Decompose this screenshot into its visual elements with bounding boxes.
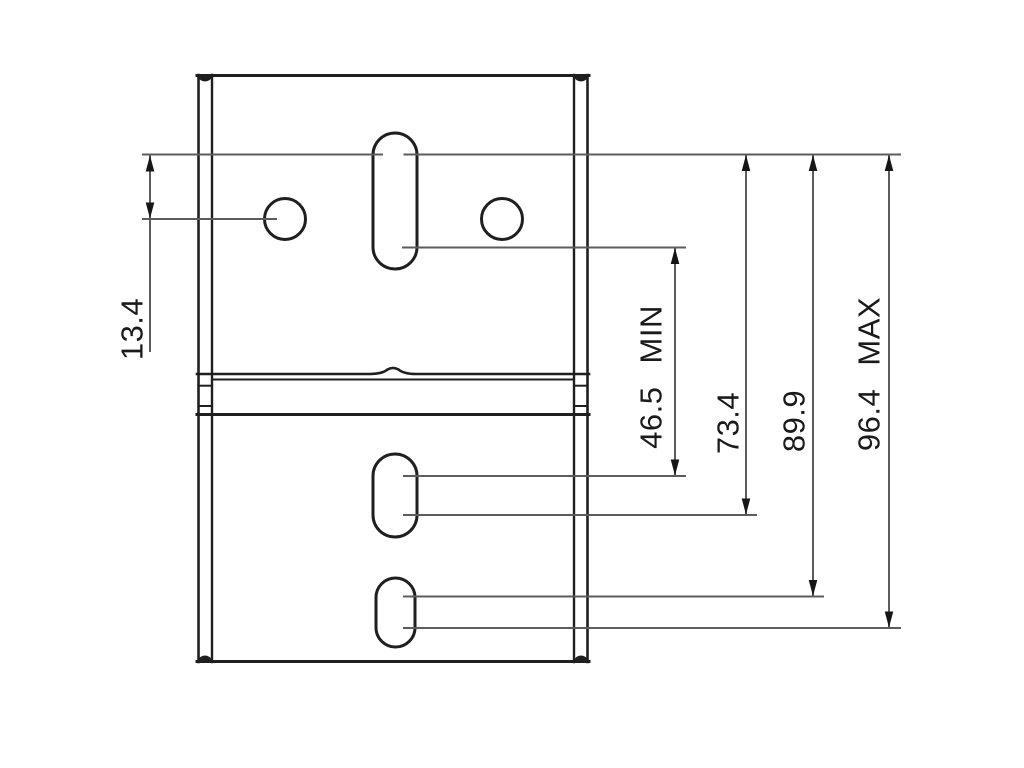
fillet-bottom-left <box>198 655 212 661</box>
arrow-96-4-up <box>884 155 894 171</box>
arrow-89-9-down <box>808 580 818 596</box>
arrow-73-4-down <box>741 498 751 515</box>
round-hole-right <box>480 197 524 241</box>
slot-middle <box>371 452 419 539</box>
fillet-bottom-right <box>574 655 588 661</box>
dim-label-96-4-max: 96.4 MAX <box>851 296 887 452</box>
slot-bottom <box>374 576 417 649</box>
extension-lines <box>142 153 901 629</box>
dim-label-89-9: 89.9 <box>776 389 812 453</box>
fillet-top-left <box>198 76 212 82</box>
arrow-89-9-up <box>808 155 818 171</box>
part-outline <box>195 73 591 664</box>
slot-top <box>371 131 419 271</box>
dim-label-13-4: 13.4 <box>114 297 150 361</box>
fillet-top-right <box>574 76 588 82</box>
arrow-46-5-down <box>670 459 680 476</box>
middle-seam <box>195 366 591 416</box>
dim-label-46-5-min: 46.5 MIN <box>633 305 669 449</box>
arrow-13-4-down <box>145 202 155 219</box>
arrow-73-4-up <box>741 155 751 171</box>
arrow-13-4-up <box>145 155 155 172</box>
dimension-lines <box>149 155 890 628</box>
dim-label-73-4: 73.4 <box>710 391 746 455</box>
corner-fillets <box>198 76 588 661</box>
arrow-46-5-up <box>670 248 680 264</box>
seam-wavy-line <box>195 366 591 376</box>
holes <box>263 131 524 649</box>
arrowheads <box>145 155 894 628</box>
arrow-96-4-down <box>884 611 894 628</box>
